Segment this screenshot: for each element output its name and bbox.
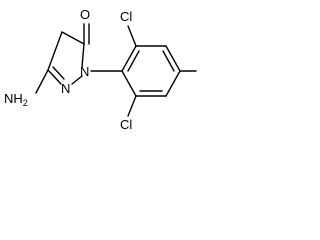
bond-ar-cl-top: [127, 25, 137, 47]
chlorine-top-label: Cl: [120, 9, 132, 24]
amine-label-subscript: 2: [23, 98, 28, 108]
bond-c3-nh2: [35, 69, 49, 94]
bond-c5-n1: [81, 43, 85, 68]
bond-c4-c5: [61, 31, 85, 45]
aryl-ring: [121, 45, 181, 97]
bond-c3-n2: [47, 69, 62, 85]
chemical-structure-diagram: O N N NH2 Cl Cl: [4, 7, 197, 132]
bond-c3-n2-double: [52, 66, 65, 80]
bond-ar-6-1: [121, 70, 137, 97]
bond-ar-4-5: [165, 70, 181, 97]
pyrazolone-ring: [35, 23, 90, 94]
ring-nitrogen-2-label: N: [61, 81, 70, 96]
bond-c3-c4: [47, 31, 63, 71]
bond-ar-3-4-inner: [162, 50, 175, 72]
bond-n1-n2: [71, 75, 83, 85]
amine-label: NH2: [4, 91, 28, 108]
bond-ar-1-2: [121, 45, 137, 72]
chlorine-bottom-label: Cl: [120, 117, 132, 132]
bond-ar-3-4: [165, 45, 181, 72]
oxygen-label: O: [80, 7, 90, 22]
bond-ar-1-2-inner: [127, 50, 140, 72]
ring-nitrogen-1-label: N: [80, 64, 89, 79]
amine-label-main: NH: [4, 91, 23, 106]
bond-ar-cl-bottom: [127, 95, 137, 117]
